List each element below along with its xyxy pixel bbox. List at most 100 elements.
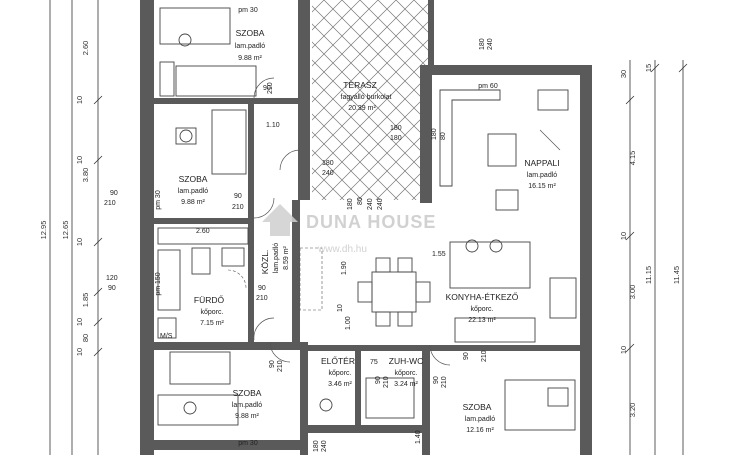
svg-text:1.00: 1.00	[345, 316, 352, 330]
furniture	[157, 7, 577, 431]
dim-left-inner-1: 2.60	[81, 41, 90, 56]
room-konyha-etkezo: KONYHA-ÉTKEZŐ kőporc. 22.13 m²	[446, 292, 519, 324]
room-zuh-wc: ZUH-WC kőporc. 3.24 m²	[389, 356, 423, 388]
svg-text:12.16 m²: 12.16 m²	[466, 427, 494, 434]
svg-text:pm 30: pm 30	[238, 7, 258, 14]
svg-text:kőporc.: kőporc.	[201, 309, 224, 316]
svg-text:90: 90	[258, 285, 266, 292]
svg-text:1.10: 1.10	[266, 122, 280, 129]
dim-right-1: 15	[644, 64, 653, 72]
doors	[227, 77, 561, 366]
dim-left-inner-0: 10	[75, 96, 84, 104]
left-dimensions: 12.95 12.65 10 2.60 10 3.80 10 1.85 10 8…	[39, 0, 103, 455]
svg-text:7.15 m²: 7.15 m²	[200, 320, 224, 327]
svg-text:80: 80	[357, 197, 364, 205]
dim-left-outer: 12.95	[39, 221, 48, 240]
svg-text:90: 90	[433, 376, 440, 384]
room-szoba-3: SZOBA lam.padló 9.88 m²	[232, 388, 262, 420]
svg-text:9.88 m²: 9.88 m²	[235, 413, 259, 420]
dim-right-2: 4.15	[628, 151, 637, 166]
svg-text:lam.padló: lam.padló	[232, 402, 262, 409]
room-furdo: FÜRDŐ kőporc. 7.15 m²	[194, 295, 225, 327]
svg-text:210: 210	[104, 200, 116, 207]
dim-left-inner-5: 1.85	[81, 293, 90, 308]
watermark: DUNA HOUSE www.dh.hu	[262, 204, 436, 255]
room-szoba-1: SZOBA lam.padló 9.88 m²	[235, 28, 265, 62]
svg-text:90: 90	[234, 193, 242, 200]
svg-text:90: 90	[110, 190, 118, 197]
svg-text:80: 80	[440, 132, 447, 140]
svg-text:9.88 m²: 9.88 m²	[181, 199, 205, 206]
svg-text:pm 60: pm 60	[478, 83, 498, 90]
svg-text:ZUH-WC: ZUH-WC	[389, 356, 423, 366]
svg-text:180: 180	[390, 125, 402, 132]
parapet-labels: pm 30 pm 60 pm 30 pm 150 pm 30	[155, 7, 498, 447]
svg-text:2.60: 2.60	[196, 228, 210, 235]
svg-text:1.90: 1.90	[341, 261, 348, 275]
svg-text:10: 10	[337, 304, 344, 312]
svg-text:210: 210	[383, 376, 390, 388]
dim-right-4: 3.00	[628, 285, 637, 300]
svg-text:pm 30: pm 30	[155, 190, 162, 210]
svg-text:KÖZL.: KÖZL.	[260, 250, 270, 275]
svg-text:KONYHA-ÉTKEZŐ: KONYHA-ÉTKEZŐ	[446, 292, 519, 302]
svg-text:180: 180	[431, 128, 438, 140]
dim-left-inner-8: 10	[75, 348, 84, 356]
svg-text:8.59 m²: 8.59 m²	[283, 245, 290, 269]
svg-text:SZOBA: SZOBA	[463, 402, 492, 412]
svg-text:M/S: M/S	[160, 333, 173, 340]
terrace-tiles	[312, 0, 428, 200]
room-szoba-2: SZOBA lam.padló 9.88 m²	[178, 174, 208, 206]
room-eloter: ELŐTÉR kőporc. 3.46 m²	[321, 356, 355, 388]
room-terasz: TERASZ fagyálló burkolat 20.39 m²	[341, 80, 392, 112]
svg-text:3.24 m²: 3.24 m²	[394, 381, 418, 388]
svg-text:ELŐTÉR: ELŐTÉR	[321, 356, 355, 366]
svg-text:16.15 m²: 16.15 m²	[528, 183, 556, 190]
svg-text:22.13 m²: 22.13 m²	[468, 317, 496, 324]
svg-text:pm 30: pm 30	[238, 440, 258, 447]
svg-text:180: 180	[313, 440, 320, 452]
svg-text:210: 210	[441, 376, 448, 388]
dim-right-0: 30	[619, 70, 628, 78]
svg-text:kőporc.: kőporc.	[395, 370, 418, 377]
svg-text:210: 210	[481, 350, 488, 362]
svg-text:20.39 m²: 20.39 m²	[348, 105, 376, 112]
svg-text:DUNA HOUSE: DUNA HOUSE	[306, 212, 436, 232]
svg-text:90: 90	[269, 360, 276, 368]
svg-text:lam.padló: lam.padló	[273, 243, 280, 273]
svg-text:SZOBA: SZOBA	[179, 174, 208, 184]
svg-text:90: 90	[375, 376, 382, 384]
dim-right-total-1: 11.45	[672, 266, 681, 284]
svg-text:240: 240	[367, 198, 374, 210]
right-dimensions: 30 15 4.15 10 3.00 10 3.20 11.15 11.45	[619, 60, 688, 455]
svg-text:lam.padló: lam.padló	[178, 188, 208, 195]
dim-left-inner-4: 10	[75, 238, 84, 246]
dim-left-inner-3: 3.80	[81, 168, 90, 183]
svg-text:SZOBA: SZOBA	[233, 388, 262, 398]
svg-text:3.46 m²: 3.46 m²	[328, 381, 352, 388]
svg-text:TERASZ: TERASZ	[343, 80, 377, 90]
dim-right-5: 10	[619, 346, 628, 354]
svg-text:FÜRDŐ: FÜRDŐ	[194, 295, 225, 305]
svg-text:pm 150: pm 150	[155, 272, 162, 295]
svg-text:lam.padló: lam.padló	[465, 416, 495, 423]
dim-right-total-0: 11.15	[644, 266, 653, 284]
svg-text:fagyálló burkolat: fagyálló burkolat	[341, 94, 392, 101]
svg-text:90: 90	[463, 352, 470, 360]
svg-text:75: 75	[370, 359, 378, 366]
svg-text:240: 240	[487, 38, 494, 50]
svg-text:180: 180	[322, 160, 334, 167]
svg-text:1.55: 1.55	[432, 251, 446, 258]
dim-right-3: 10	[619, 232, 628, 240]
dim-left-inner-2: 10	[75, 156, 84, 164]
svg-text:180: 180	[347, 198, 354, 210]
svg-text:210: 210	[232, 204, 244, 211]
svg-text:180: 180	[479, 38, 486, 50]
svg-text:NAPPALI: NAPPALI	[524, 158, 559, 168]
svg-text:kőporc.: kőporc.	[471, 306, 494, 313]
dim-left-mid: 12.65	[61, 221, 70, 240]
svg-text:240: 240	[377, 198, 384, 210]
opening-labels: 210 90 1.10 180 240 90 210 90 210 2.60 1…	[104, 38, 494, 452]
room-kozl: KÖZL. lam.padló 8.59 m²	[260, 243, 290, 275]
svg-text:SZOBA: SZOBA	[236, 28, 265, 38]
